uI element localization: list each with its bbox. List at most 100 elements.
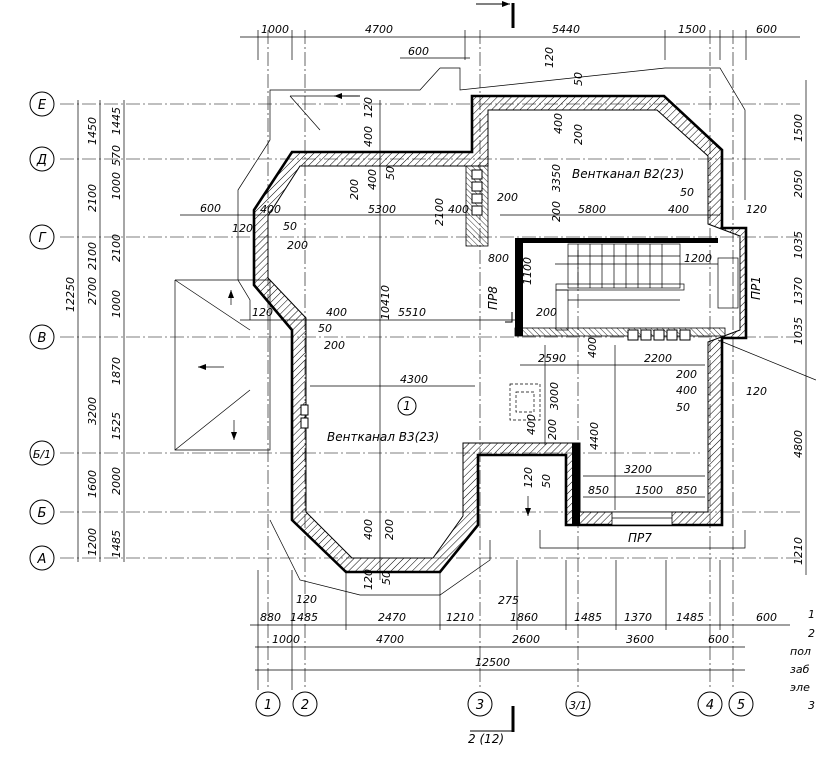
dim-n850b: 850	[676, 484, 697, 497]
dim-top-50: 50	[572, 72, 585, 86]
opening-label-pr7: ПР7	[628, 531, 652, 545]
note-fragment-1: 2	[808, 627, 815, 640]
dim-n120g: 120	[362, 569, 375, 590]
dim-n120f: 120	[522, 467, 535, 488]
dim-n50d: 50	[680, 186, 694, 199]
axis-label-5: 5	[737, 698, 745, 713]
opening-label-pr8: ПР8	[486, 286, 500, 310]
bottom-dimensions: 880 120 1485 2470 1210 275 1860 1485 137…	[250, 560, 790, 690]
dim-left-12250: 12250	[64, 277, 77, 312]
row-axis-bubbles: Е Д Г В Б/1 Б А	[29, 91, 55, 571]
dim-left-c1-0: 1450	[86, 117, 99, 145]
dim-bottom-r1-2: 1485	[290, 611, 318, 624]
dim-n50f: 50	[676, 401, 690, 414]
axis-label-4: 4	[706, 698, 714, 713]
notes-fragments: 1 2 пол заб эле 3	[790, 608, 815, 712]
exterior-walls	[252, 94, 748, 574]
axis-label-V: В	[38, 331, 47, 346]
axis-label-B1: Б/1	[33, 448, 51, 461]
dim-n400a: 400	[362, 126, 375, 147]
note-fragment-5: 3	[808, 699, 815, 712]
left-dimensions: 12250 1450 2100 2100 2700 3200 1600 1200…	[64, 100, 125, 562]
dim-bottom-r1-3: 2470	[378, 611, 406, 624]
top-dimensions: 1000 4700 5440 1500 600 600 120 50	[240, 23, 800, 86]
dim-n200d: 200	[497, 191, 518, 204]
dim-n400h: 400	[586, 337, 599, 358]
dim-left-c2-1: 570	[110, 145, 123, 166]
dim-left-c1-3: 2700	[86, 277, 99, 305]
dim-n120c: 120	[746, 203, 767, 216]
note-fragment-4: эле	[790, 681, 810, 694]
dim-left-c2-6: 1525	[110, 412, 123, 440]
vent-label-b3: Вентканал В3(23)	[327, 430, 439, 444]
dim-n50e: 50	[318, 322, 332, 335]
axis-label-3-1: 3/1	[569, 699, 587, 712]
dim-n50c: 50	[283, 220, 297, 233]
dim-n2590: 2590	[538, 352, 566, 365]
internal-dimension-lines	[180, 100, 816, 580]
dim-left-c2-3: 2100	[110, 234, 123, 262]
dim-n400i: 400	[676, 384, 697, 397]
dim-n400j: 400	[525, 414, 538, 435]
axis-label-2: 2	[301, 698, 309, 713]
dim-left-c2-2: 1000	[110, 172, 123, 200]
dim-n10410: 10410	[379, 285, 392, 320]
dim-n400g: 400	[326, 306, 347, 319]
dim-n1200: 1200	[684, 252, 712, 265]
dim-n200c: 200	[287, 239, 308, 252]
dim-n3350: 3350	[550, 164, 563, 192]
axis-label-A: А	[37, 552, 47, 567]
dim-right-5: 4800	[792, 430, 805, 458]
vent-label-b2: Вентканал В2(23)	[572, 167, 684, 181]
section-mark-label: 2 (12)	[468, 732, 504, 746]
dim-n200a: 200	[348, 179, 361, 200]
dim-n400b: 400	[366, 169, 379, 190]
dim-n2100: 2100	[433, 198, 446, 226]
dim-left-c1-4: 3200	[86, 397, 99, 425]
dim-n5300: 5300	[368, 203, 396, 216]
section-mark: 2 (12)	[468, 1, 515, 746]
dim-n800: 800	[488, 252, 509, 265]
dim-bottom-r1-0: 880	[260, 611, 281, 624]
dim-n200g: 200	[536, 306, 557, 319]
dim-bottom-r1-9: 1485	[676, 611, 704, 624]
column-axis-bubbles: 1 2 3 3/1 4 5	[255, 691, 754, 717]
dim-n400e: 400	[448, 203, 469, 216]
dim-n1500: 1500	[635, 484, 663, 497]
dim-bottom-r2-2: 2600	[512, 633, 540, 646]
dim-n400k: 400	[362, 519, 375, 540]
dim-bottom-r2-3: 3600	[626, 633, 654, 646]
staircase	[555, 243, 739, 331]
dim-bottom-total: 12500	[475, 656, 510, 669]
dim-n120b: 120	[232, 222, 253, 235]
dim-left-c2-4: 1000	[110, 290, 123, 318]
dim-bottom-r2-0: 1000	[272, 633, 300, 646]
axis-label-D: Д	[36, 153, 47, 168]
note-fragment-0: 1	[808, 608, 815, 621]
dim-right-4: 1035	[792, 317, 805, 345]
dim-n2200: 2200	[644, 352, 672, 365]
dim-top-600: 600	[756, 23, 777, 36]
dim-n4300: 4300	[400, 373, 428, 386]
slope-arrows	[198, 93, 531, 516]
dim-n200e: 200	[550, 201, 563, 222]
dim-n5510: 5510	[398, 306, 426, 319]
dim-n5800: 5800	[578, 203, 606, 216]
dim-n3000: 3000	[548, 382, 561, 410]
dim-right-6: 1210	[792, 537, 805, 565]
dim-n200h: 200	[676, 368, 697, 381]
axis-label-E: Е	[38, 98, 47, 113]
dim-n600: 600	[200, 202, 221, 215]
dim-top-600b: 600	[408, 45, 429, 58]
dim-n50a: 50	[384, 166, 397, 180]
dim-bottom-r1-8: 1370	[624, 611, 652, 624]
dim-left-c1-6: 1200	[86, 528, 99, 556]
vent-channels	[300, 169, 691, 429]
dim-bottom-r1-4: 1210	[446, 611, 474, 624]
dim-n200i: 200	[546, 419, 559, 440]
axis-label-G: Г	[38, 231, 47, 246]
axis-label-3: 3	[476, 698, 484, 713]
room-labels: 1 Вентканал В2(23) Вентканал В3(23)	[327, 167, 684, 444]
dim-left-c2-7: 2000	[110, 467, 123, 495]
dim-top-5440: 5440	[552, 23, 580, 36]
